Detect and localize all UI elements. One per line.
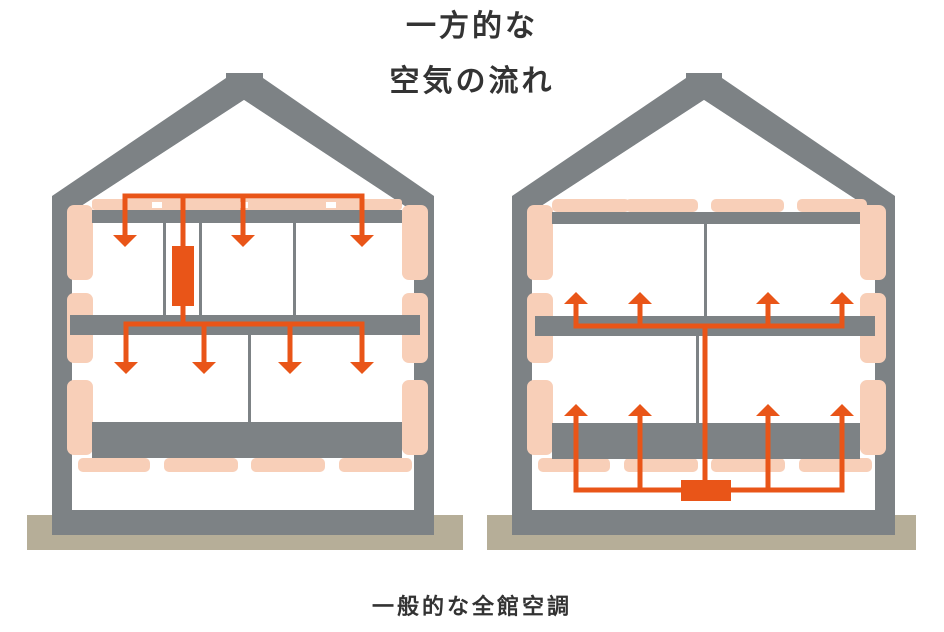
roof-left [52, 73, 434, 212]
airflow-arrows-right [564, 292, 854, 501]
insulation-floor [78, 458, 150, 472]
base-left [52, 510, 434, 535]
wall-left-outer [52, 200, 72, 535]
airflow-left [122, 193, 365, 365]
house-right [487, 73, 916, 550]
roof-right [512, 73, 895, 212]
diagram-title-line1: 一方的な [406, 9, 538, 44]
lower-floor-left [92, 422, 402, 458]
diagram-caption: 一般的な全館空調 [371, 595, 572, 620]
insulation-wall [67, 205, 93, 280]
ceiling-left [92, 210, 402, 223]
ac-unit-right [681, 480, 731, 501]
house-left [27, 73, 463, 550]
airflow-arrows-left [113, 235, 374, 374]
ac-unit-left [172, 246, 194, 306]
diagram-title-line2: 空気の流れ [389, 64, 555, 99]
